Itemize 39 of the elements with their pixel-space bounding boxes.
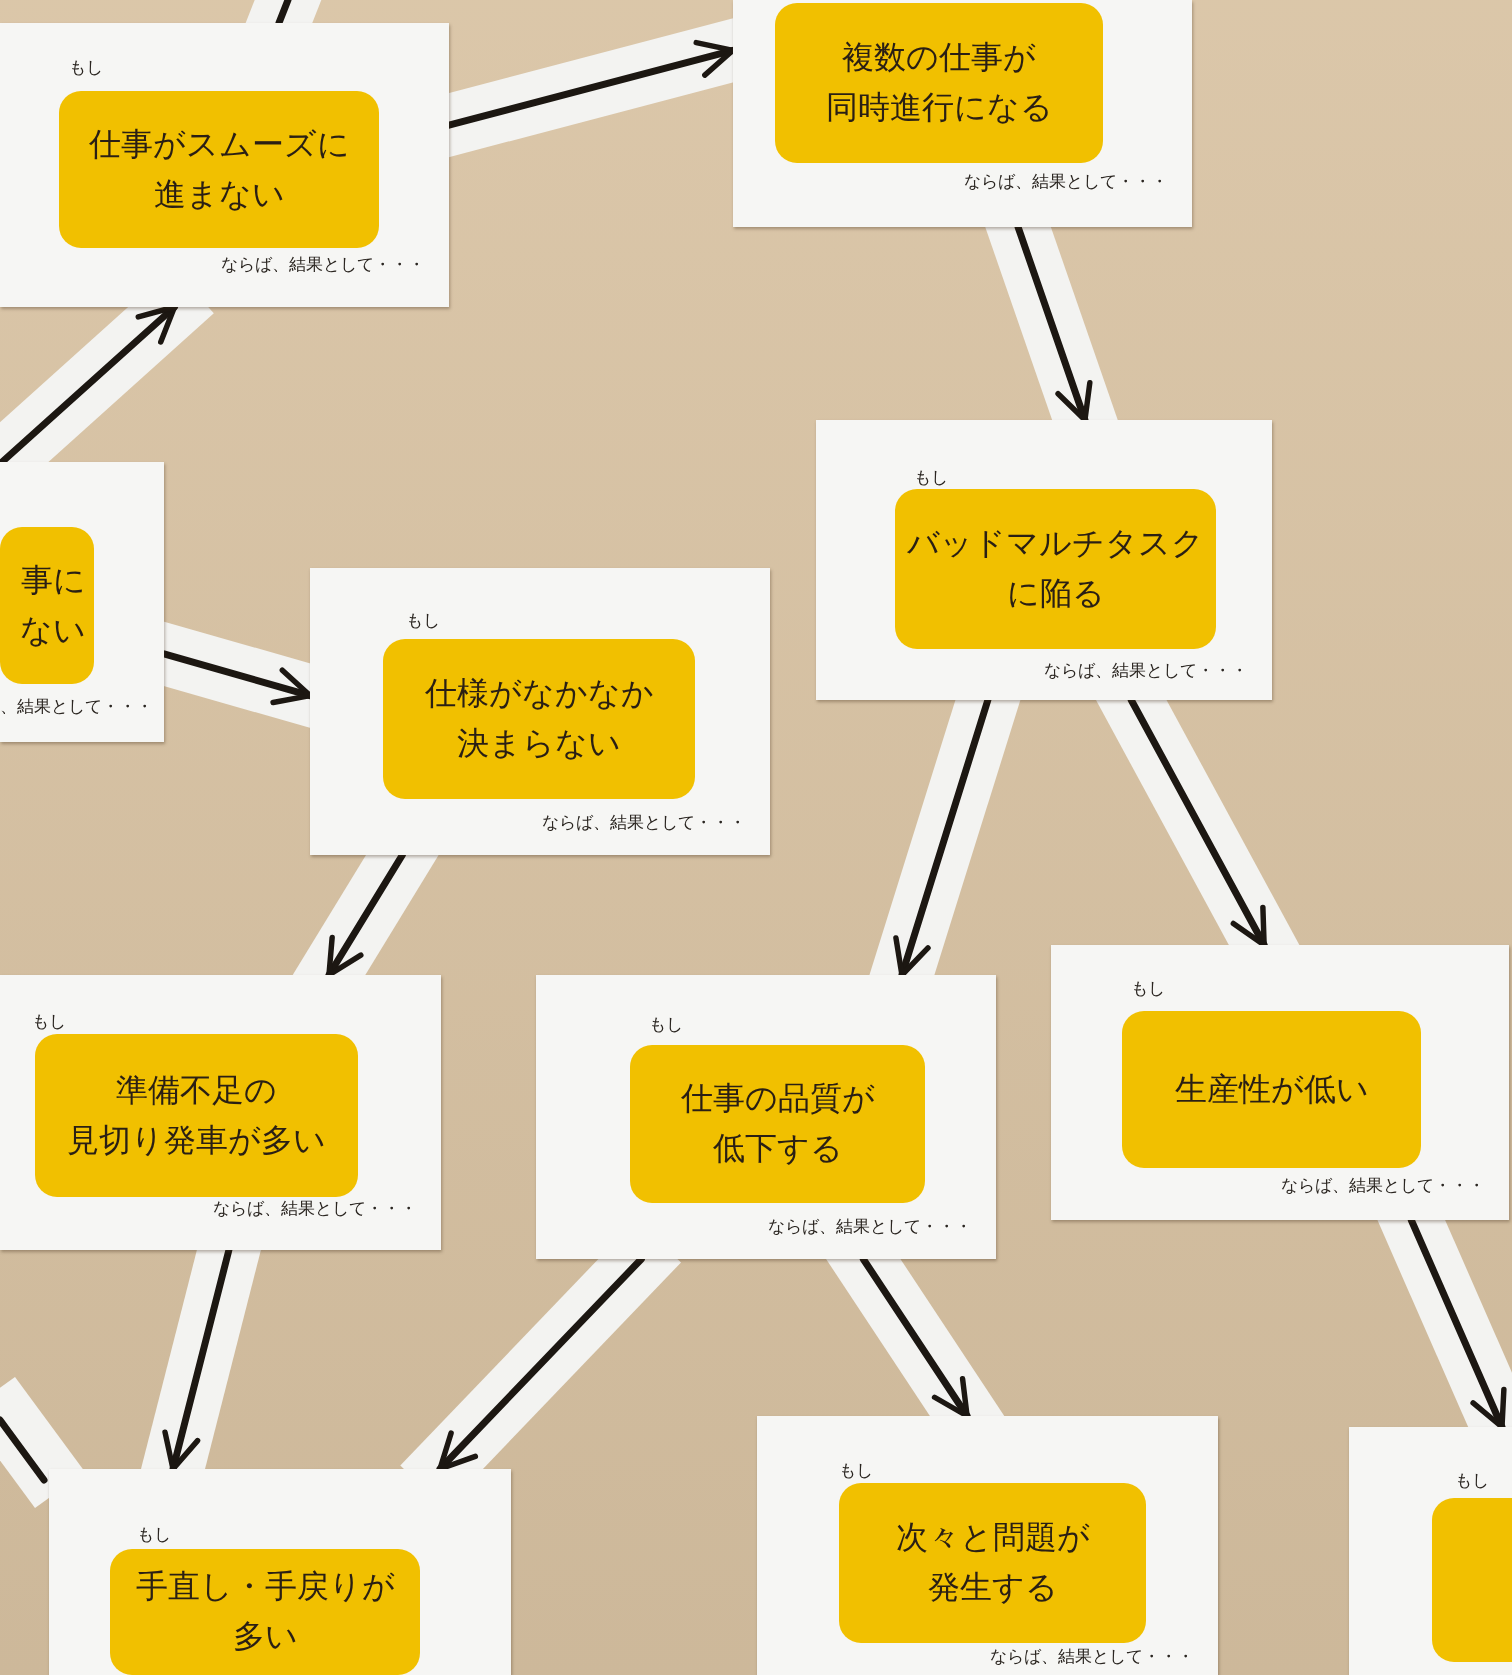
highlight-box: 手直し・手戻りが多い xyxy=(110,1549,420,1675)
highlight-box: 複数の仕事が同時進行になる xyxy=(775,3,1103,163)
card xyxy=(536,975,996,1259)
small-label: もし xyxy=(1455,1469,1489,1492)
highlight-box: 生産性が低い xyxy=(1122,1011,1421,1168)
highlight-box: 仕事がスムーズに進まない xyxy=(59,91,379,248)
caption-text: ならば、結果として・・・ xyxy=(542,811,746,834)
card xyxy=(757,1416,1218,1675)
highlight-box: 準備不足の見切り発車が多い xyxy=(35,1034,358,1197)
small-label: もし xyxy=(839,1459,873,1482)
card xyxy=(0,975,441,1250)
small-label: もし xyxy=(69,56,103,79)
highlight-box: 次々と問題が発生する xyxy=(839,1483,1146,1643)
highlight-box: 仕様がなかなか決まらない xyxy=(383,639,695,799)
small-label: もし xyxy=(1131,977,1165,1000)
highlight-box: バッドマルチタスクに陥る xyxy=(895,489,1216,649)
small-label: もし xyxy=(649,1013,683,1036)
caption-text: ならば、結果として・・・ xyxy=(1044,659,1248,682)
caption-text: 、結果として・・・ xyxy=(0,695,153,718)
caption-text: ならば、結果として・・・ xyxy=(990,1645,1194,1668)
card xyxy=(0,462,164,742)
caption-text: ならば、結果として・・・ xyxy=(1281,1174,1485,1197)
highlight-box: 事にない xyxy=(0,527,94,684)
card xyxy=(310,568,770,855)
highlight-box: 仕事の品質が低下する xyxy=(630,1045,925,1203)
card xyxy=(1349,1427,1512,1675)
caption-text: ならば、結果として・・・ xyxy=(213,1197,417,1220)
card xyxy=(49,1469,511,1675)
small-label: もし xyxy=(406,609,440,632)
card xyxy=(816,420,1272,700)
card xyxy=(0,23,449,307)
caption-text: ならば、結果として・・・ xyxy=(964,170,1168,193)
caption-text: ならば、結果として・・・ xyxy=(221,253,425,276)
small-label: もし xyxy=(914,466,948,489)
card xyxy=(733,0,1192,227)
card xyxy=(1051,945,1509,1220)
caption-text: ならば、結果として・・・ xyxy=(768,1215,972,1238)
small-label: もし xyxy=(137,1523,171,1546)
small-label: もし xyxy=(32,1010,66,1033)
